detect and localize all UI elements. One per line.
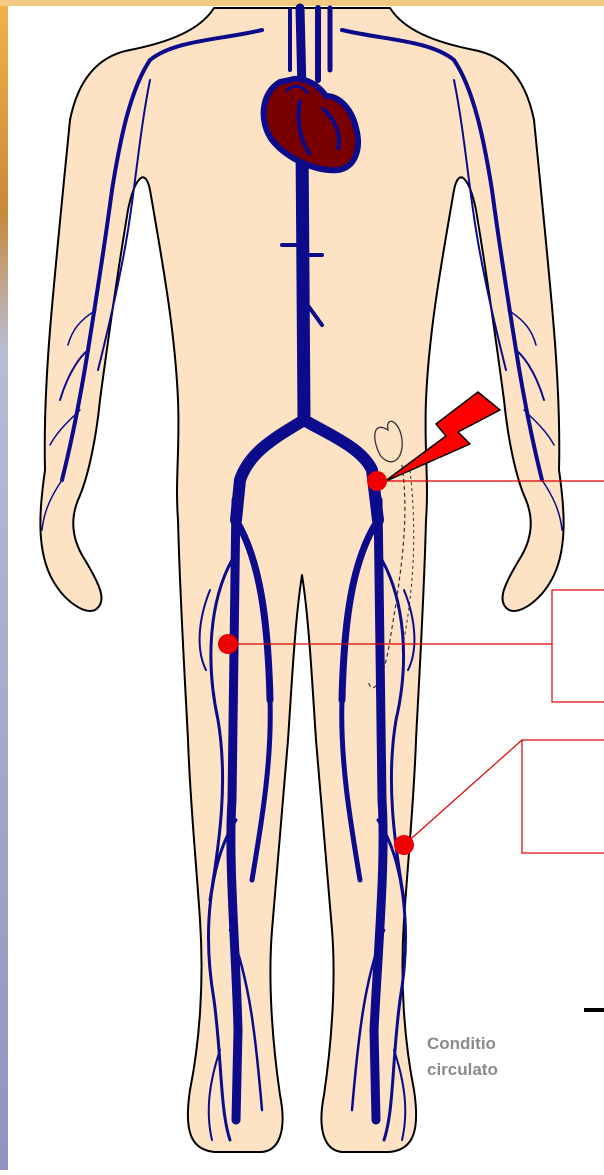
caption-line-2: circulato	[427, 1057, 604, 1083]
callout-line-calf	[404, 740, 522, 845]
caption-dash	[584, 1008, 604, 1012]
thigh-marker	[218, 634, 238, 654]
caption-line-1: Conditio	[427, 1031, 604, 1057]
left-edge-strip	[0, 0, 8, 1170]
callout-box-thigh	[552, 590, 604, 702]
calf-marker	[394, 835, 414, 855]
groin-marker	[367, 471, 387, 491]
callout-box-calf	[522, 740, 604, 853]
